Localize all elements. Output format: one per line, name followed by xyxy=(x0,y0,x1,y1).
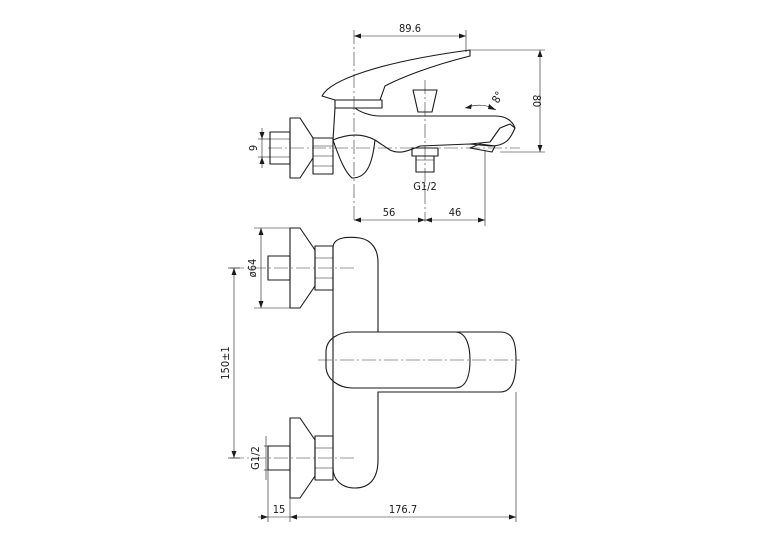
dim-label-46: 46 xyxy=(449,206,462,219)
dim-label-89-6: 89.6 xyxy=(399,22,421,35)
dim-label-80: 80 xyxy=(530,95,543,108)
mixer-body-plan xyxy=(332,236,517,489)
body-lower-curve xyxy=(332,139,376,179)
outlet-nipple xyxy=(415,155,435,173)
lower-pipe xyxy=(267,445,291,471)
spout xyxy=(469,123,516,145)
lever-handle-plan xyxy=(325,331,471,389)
handle-base xyxy=(334,99,383,109)
angle-label: 8° xyxy=(489,89,506,105)
hex-nut xyxy=(312,137,334,175)
lower-hex-nut xyxy=(314,435,334,481)
dim-label-o64: ø64 xyxy=(246,259,259,278)
dimension-9: 9 xyxy=(247,128,270,168)
dimension-89-6: 89.6 xyxy=(354,22,467,52)
dimension-56-46: 56 46 xyxy=(354,150,486,226)
inlet-thread-label: G1/2 xyxy=(249,446,262,470)
spout-aerator xyxy=(469,143,496,153)
dim-label-176-7: 176.7 xyxy=(389,503,417,516)
dim-label-150: 150±1 xyxy=(219,346,232,379)
side-elevation-view xyxy=(268,30,520,222)
lever-handle xyxy=(321,49,471,101)
diverter-knob xyxy=(412,89,438,113)
plan-view xyxy=(230,227,520,499)
dimension-o64: ø64 xyxy=(246,227,290,309)
dim-label-9: 9 xyxy=(247,145,260,151)
dim-label-56: 56 xyxy=(383,206,396,219)
outlet-thread-label: G1/2 xyxy=(413,180,437,193)
outlet-nut xyxy=(411,147,439,157)
dimension-80: 80 xyxy=(470,49,545,153)
dimension-150: 150±1 xyxy=(219,267,240,459)
wall-pipe xyxy=(269,131,291,165)
dim-label-15: 15 xyxy=(273,503,286,516)
dimension-inlet-g12: G1/2 xyxy=(249,436,268,480)
dimension-15-176-7: 15 176.7 xyxy=(258,392,517,522)
upper-pipe xyxy=(267,255,291,281)
